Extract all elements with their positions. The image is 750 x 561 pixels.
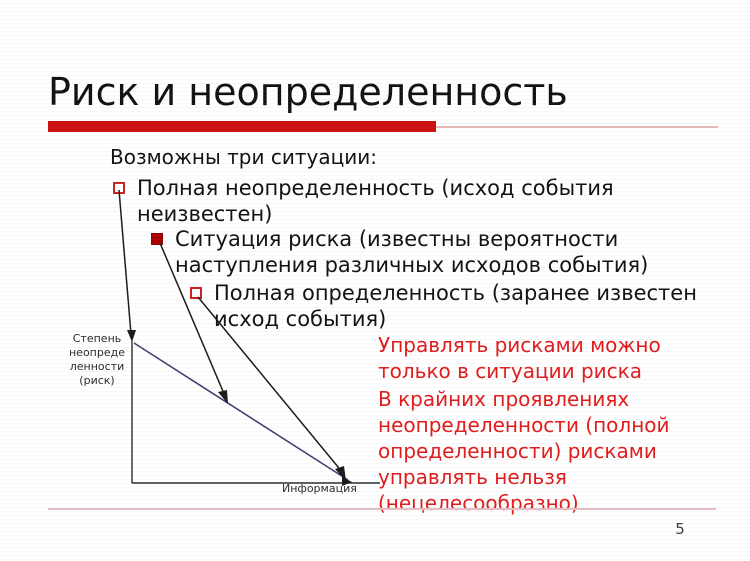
list-item-label: Ситуация риска (известны вероятности нас… <box>175 227 649 277</box>
filled-square-bullet-icon <box>151 233 163 245</box>
list-item-label: Полная неопределенность (исход события н… <box>137 176 614 226</box>
red-commentary-block: Управлять рисками можно только в ситуаци… <box>378 332 708 518</box>
list-item: Полная неопределенность (исход события н… <box>113 175 683 227</box>
y-axis-label-line: ленности <box>69 360 125 373</box>
title-underline-accent <box>48 121 436 132</box>
y-axis-label: Степень неопреде ленности (риск) <box>58 332 136 388</box>
risk-information-chart: Степень неопреде ленности (риск) Информа… <box>60 320 380 510</box>
y-axis-label-line: неопреде <box>68 346 125 359</box>
intro-text: Возможны три ситуации: <box>110 145 377 169</box>
footer-divider <box>48 508 716 510</box>
page-title: Риск и неопределенность <box>48 70 568 114</box>
uncertainty-curve <box>133 342 349 481</box>
hollow-square-bullet-icon <box>190 287 202 299</box>
hollow-square-bullet-icon <box>113 182 125 194</box>
list-item: Ситуация риска (известны вероятности нас… <box>151 226 691 278</box>
y-axis-label-line: (риск) <box>79 374 115 387</box>
page-number: 5 <box>675 520 685 538</box>
red-commentary-line: Управлять рисками можно только в ситуаци… <box>378 333 661 383</box>
red-commentary-line: В крайних проявлениях неопределенности (… <box>378 387 670 515</box>
x-axis-label: Информация <box>282 482 357 495</box>
y-axis-label-line: Степень <box>72 332 122 345</box>
